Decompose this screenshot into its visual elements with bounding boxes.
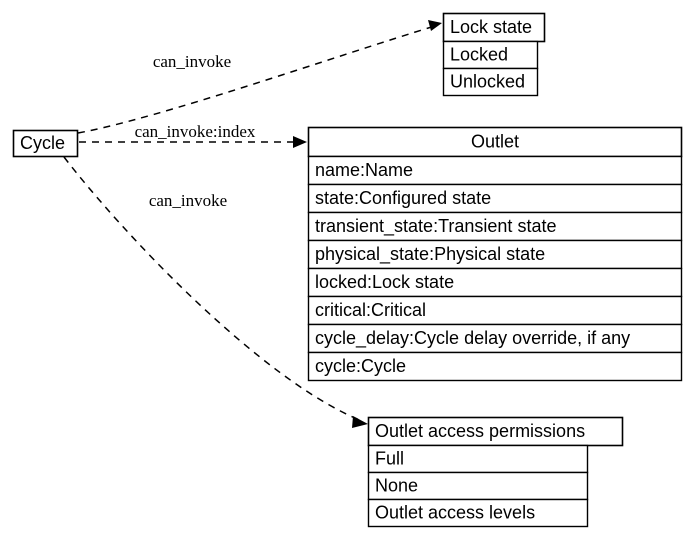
edge-cycle-permissions: can_invoke: [63, 156, 368, 428]
edge-cycle-lockstate-label: can_invoke: [153, 52, 231, 71]
node-outlet-row-1-label: state:Configured state: [315, 188, 491, 208]
node-outlet-row-4-label: locked:Lock state: [315, 272, 454, 292]
node-outlet-access-permissions-row-1-label: None: [375, 475, 418, 495]
node-outlet-row-7[interactable]: [307, 351, 683, 382]
node-outlet[interactable]: Outlet name:Name state:Configured state …: [307, 126, 683, 382]
node-cycle-title: Cycle: [20, 133, 65, 153]
node-outlet-access-permissions-row-1[interactable]: [367, 471, 589, 501]
edge-cycle-permissions-line: [63, 156, 363, 422]
edge-cycle-outlet-label: can_invoke:index: [135, 122, 256, 141]
node-outlet-row-6[interactable]: [307, 323, 683, 354]
node-outlet-row-0-label: name:Name: [315, 160, 413, 180]
node-cycle[interactable]: Cycle: [12, 129, 79, 158]
node-outlet-row-2[interactable]: [307, 211, 683, 242]
node-cycle-box[interactable]: [12, 129, 79, 158]
edge-cycle-permissions-label: can_invoke: [149, 191, 227, 210]
node-outlet-row-3-label: physical_state:Physical state: [315, 244, 545, 265]
node-lock-state-row-1-label: Unlocked: [450, 71, 525, 91]
node-outlet-row-7-label: cycle:Cycle: [315, 356, 406, 376]
node-outlet-row-2-label: transient_state:Transient state: [315, 216, 556, 237]
node-outlet-row-3[interactable]: [307, 239, 683, 270]
node-outlet-access-permissions-row-0[interactable]: [367, 444, 589, 474]
node-outlet-access-permissions-row-2[interactable]: [367, 498, 589, 528]
node-lock-state-row-0-label: Locked: [450, 44, 508, 64]
node-outlet-access-permissions[interactable]: Outlet access permissions Full None Outl…: [367, 416, 624, 528]
node-outlet-row-5-label: critical:Critical: [315, 300, 426, 320]
node-outlet-row-4[interactable]: [307, 267, 683, 298]
node-outlet-access-permissions-row-0-label: Full: [375, 448, 404, 468]
node-lock-state[interactable]: Lock state Locked Unlocked: [442, 12, 546, 97]
node-outlet-access-permissions-title-row[interactable]: [367, 416, 624, 447]
edge-cycle-lockstate-line: [77, 24, 439, 134]
node-lock-state-row-1[interactable]: [442, 67, 539, 97]
node-outlet-title: Outlet: [471, 131, 519, 151]
node-outlet-access-permissions-row-2-label: Outlet access levels: [375, 502, 535, 522]
edge-cycle-permissions-arrowhead: [352, 416, 368, 428]
edge-cycle-outlet-arrowhead: [293, 136, 307, 148]
edge-cycle-outlet: can_invoke:index: [79, 122, 307, 148]
node-outlet-row-6-label: cycle_delay:Cycle delay override, if any: [315, 328, 630, 349]
edge-cycle-lockstate: can_invoke: [77, 20, 442, 134]
edge-cycle-lockstate-arrowhead: [428, 20, 442, 31]
node-lock-state-title-row[interactable]: [442, 12, 546, 43]
node-outlet-access-permissions-title: Outlet access permissions: [375, 421, 585, 441]
node-lock-state-title: Lock state: [450, 17, 532, 37]
